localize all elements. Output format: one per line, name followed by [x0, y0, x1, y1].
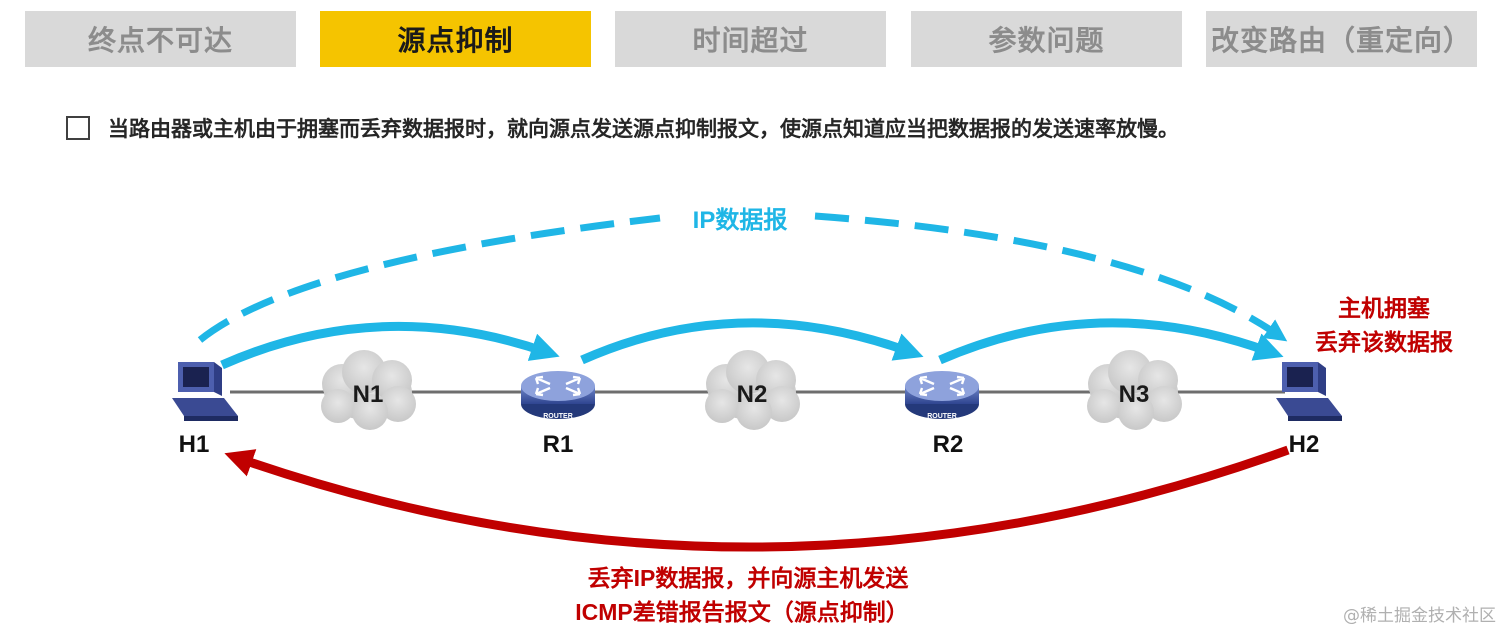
node-label-r2: R2 [933, 431, 964, 458]
watermark: @稀土掘金技术社区 [1343, 606, 1496, 626]
tab-destination-unreachable[interactable]: 终点不可达 [25, 11, 296, 67]
icmp-label-line1: 丢弃IP数据报，并向源主机发送 [588, 565, 909, 591]
router-tag: ROUTER [927, 413, 957, 420]
network-label-n3: N3 [1119, 381, 1150, 408]
icmp-label-line2: ICMP差错报告报文（源点抑制） [575, 599, 909, 625]
computer-icon [1276, 362, 1342, 421]
arrow-icon [938, 318, 1284, 365]
bullet-text: 当路由器或主机由于拥塞而丢弃数据报时，就向源点发送源点抑制报文，使源点知道应当把… [108, 117, 1179, 141]
tab-time-exceeded[interactable]: 时间超过 [615, 11, 886, 67]
cloud-icon [705, 350, 800, 430]
ip-datagram-path-left [197, 214, 661, 343]
arrow-icon [580, 318, 924, 365]
tab-bar: 终点不可达 源点抑制 时间超过 参数问题 改变路由（重定向） [0, 0, 1512, 80]
cloud-icon [321, 350, 416, 430]
bullet-point: 当路由器或主机由于拥塞而丢弃数据报时，就向源点发送源点抑制报文，使源点知道应当把… [66, 112, 1179, 144]
node-label-h1: H1 [179, 431, 210, 458]
congestion-label-line2: 丢弃该数据报 [1315, 329, 1453, 355]
network-label-n1: N1 [353, 381, 384, 408]
node-label-r1: R1 [543, 431, 574, 458]
ip-datagram-label: IP数据报 [693, 207, 788, 234]
router-icon: ROUTER [905, 371, 979, 420]
network-label-n2: N2 [737, 381, 768, 408]
arrow-icon [814, 212, 1288, 342]
congestion-label-line1: 主机拥塞 [1338, 295, 1430, 321]
arrow-icon [224, 445, 1290, 552]
tab-parameter-problem[interactable]: 参数问题 [911, 11, 1182, 67]
checkbox-icon [66, 116, 90, 140]
tab-redirect[interactable]: 改变路由（重定向） [1206, 11, 1477, 67]
tab-source-quench[interactable]: 源点抑制 [320, 11, 591, 67]
router-tag: ROUTER [543, 413, 573, 420]
router-icon: ROUTER [521, 371, 595, 420]
cloud-icon [1087, 350, 1182, 430]
computer-icon [172, 362, 238, 421]
node-label-h2: H2 [1289, 431, 1320, 458]
arrow-icon [220, 321, 560, 370]
